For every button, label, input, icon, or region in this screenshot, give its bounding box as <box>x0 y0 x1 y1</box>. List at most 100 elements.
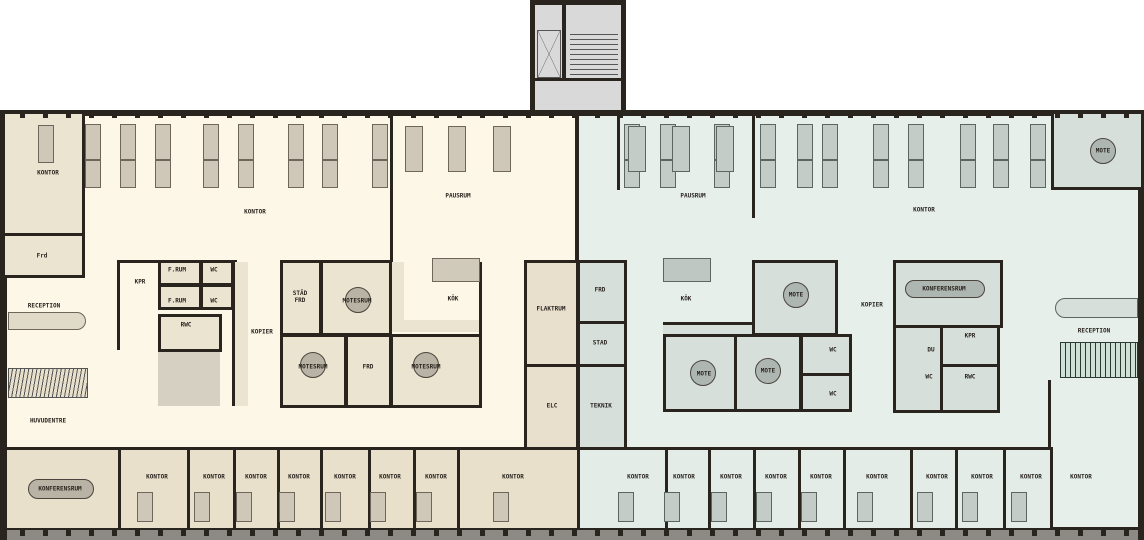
facade-post <box>802 530 807 536</box>
facade-post <box>618 530 623 536</box>
facade-post <box>319 112 324 118</box>
label-kontor: KONTOR <box>244 208 266 216</box>
round-table <box>300 352 326 378</box>
desk <box>288 160 304 188</box>
round-table <box>783 282 809 308</box>
desk <box>288 124 304 160</box>
facade-post <box>1101 530 1106 536</box>
label-wc: WC <box>925 373 933 381</box>
desk <box>873 160 889 188</box>
label-kontor: KONTOR <box>971 473 993 481</box>
label-konferensrum: KONFERENSRUM <box>922 285 966 293</box>
label-kontor: KONTOR <box>37 169 59 177</box>
facade-post <box>963 112 968 118</box>
desk <box>372 160 388 188</box>
facade-post <box>273 112 278 118</box>
label-mote: MOTE <box>1095 147 1111 155</box>
facade-post <box>1032 530 1037 536</box>
pausrum-partition-east <box>752 114 755 218</box>
room-teknik <box>577 364 627 449</box>
office-partition <box>1050 447 1053 528</box>
room-frd-center <box>345 334 392 408</box>
facade-post <box>1124 112 1129 118</box>
room-wc-4 <box>800 373 852 412</box>
facade-post <box>342 112 347 118</box>
facade-post <box>43 530 48 536</box>
facade-post <box>756 530 761 536</box>
room-rwc <box>158 314 222 352</box>
office-partition <box>708 447 711 528</box>
facade-post <box>296 530 301 536</box>
desk <box>756 492 772 522</box>
label-kontor: KONTOR <box>203 473 225 481</box>
desk <box>325 492 341 522</box>
desk <box>238 160 254 188</box>
desk <box>908 160 924 188</box>
label-kontor: KONTOR <box>245 473 267 481</box>
room-kpr-east <box>940 325 1000 367</box>
room-mote-3 <box>734 334 802 412</box>
facade-post <box>434 112 439 118</box>
office-partition <box>233 447 236 528</box>
label-elc: ELC <box>546 402 558 410</box>
facade-post <box>20 112 25 118</box>
office-partition <box>955 447 958 528</box>
facade-post <box>687 112 692 118</box>
office-partition <box>118 447 121 528</box>
desk <box>155 160 171 188</box>
office-partition <box>577 447 580 528</box>
office-partition <box>753 447 756 528</box>
facade-post <box>181 530 186 536</box>
room-elc <box>524 364 579 449</box>
facade-post <box>848 530 853 536</box>
office-partition <box>187 447 190 528</box>
label-kontor: KONTOR <box>926 473 948 481</box>
label-kok: KÖK <box>447 295 459 303</box>
label-pausrum: PAUSRUM <box>680 192 706 200</box>
desk <box>85 160 101 188</box>
pausrum-table <box>716 126 734 172</box>
facade-post <box>112 112 117 118</box>
facade-post <box>756 112 761 118</box>
facade-post <box>135 112 140 118</box>
facade-post <box>572 112 577 118</box>
facade-post <box>204 530 209 536</box>
facade-post <box>503 530 508 536</box>
wing-divider <box>575 114 579 264</box>
facade-post <box>1101 112 1106 118</box>
label-motesrum: MOTESRUM <box>298 363 328 371</box>
facade-post <box>940 112 945 118</box>
office-partition <box>457 447 460 528</box>
office-partition <box>1003 447 1006 528</box>
desk <box>993 160 1009 188</box>
facade-post <box>20 530 25 536</box>
office-partition <box>320 447 323 528</box>
label-wc: WC <box>210 266 218 274</box>
desk <box>993 124 1009 160</box>
facade-post <box>1032 112 1037 118</box>
label-du: DU <box>927 346 935 354</box>
facade-post <box>158 530 163 536</box>
facade-post <box>480 530 485 536</box>
facade-post <box>549 530 554 536</box>
desk <box>38 125 54 163</box>
facade-post <box>112 530 117 536</box>
pausrum-partition-east <box>617 114 620 190</box>
desk <box>194 492 210 522</box>
label-kontor: KONTOR <box>810 473 832 481</box>
desk <box>908 124 924 160</box>
facade-post <box>963 530 968 536</box>
lounge-area <box>158 352 220 406</box>
desk <box>85 124 101 160</box>
desk <box>760 160 776 188</box>
label-kontor: KONTOR <box>379 473 401 481</box>
round-table <box>755 358 781 384</box>
office-partition <box>368 447 371 528</box>
label-stad-frd: STÄD FRD <box>292 290 308 304</box>
facade-post <box>779 112 784 118</box>
facade-post <box>825 530 830 536</box>
label-frum: F.RUM <box>167 266 187 274</box>
pausrum-table <box>448 126 466 172</box>
room-frd-west <box>5 233 85 278</box>
